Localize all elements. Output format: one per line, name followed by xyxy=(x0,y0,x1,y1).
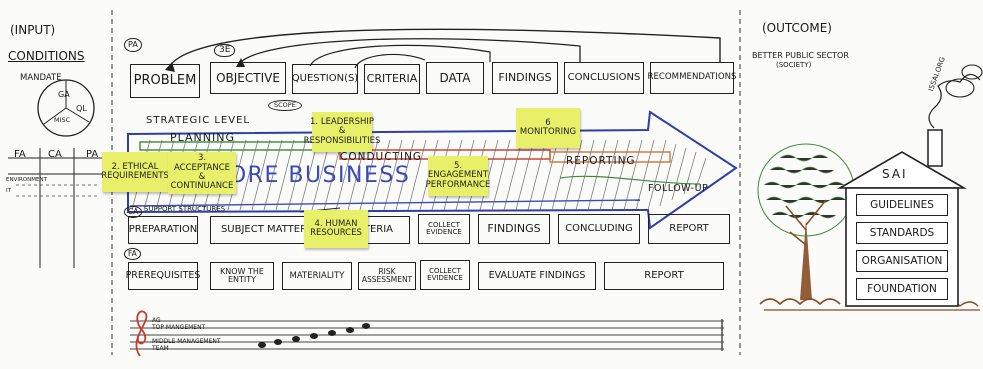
staff-middle-management: MIDDLE MANAGEMENT xyxy=(152,338,221,345)
conducting-label: CONDUCTING xyxy=(340,151,423,163)
circle-ga: GA xyxy=(58,90,70,99)
strategic-level-label: STRATEGIC LEVEL xyxy=(146,115,250,126)
ca-tag: CA xyxy=(124,206,143,218)
outcome-subtitle: BETTER PUBLIC SECTOR xyxy=(752,51,849,60)
ca-concluding-box: CONCLUDING xyxy=(558,214,640,244)
table-header-pa: PA xyxy=(86,149,99,160)
outcome-title: (OUTCOME) xyxy=(762,21,832,35)
fa-report-box: REPORT xyxy=(604,262,724,290)
table-header-fa: FA xyxy=(14,149,26,160)
table-row-environment: ENVIRONMENT xyxy=(6,177,47,183)
criteria-box: CRITERIA xyxy=(364,64,420,94)
staff-notes xyxy=(258,323,370,348)
staff-team: TEAM xyxy=(152,345,169,352)
sticky-human-resources: 4. HUMAN RESOURCES xyxy=(304,210,368,248)
questions-box: QUESTION(S) xyxy=(292,64,358,94)
table-row-it: IT xyxy=(6,188,11,194)
reporting-label: REPORTING xyxy=(566,155,636,167)
staff-ag: AG xyxy=(152,317,161,324)
scope-tag: SCOPE xyxy=(268,100,302,111)
outcome-society: (SOCIETY) xyxy=(776,61,812,69)
sticky-acceptance: 3. ACCEPTANCE & CONTINUANCE xyxy=(168,152,236,194)
house-organisation: ORGANISATION xyxy=(856,250,948,272)
fa-prerequisites-box: PREREQUISITES xyxy=(126,262,200,290)
house-foundation: FOUNDATION xyxy=(856,278,948,300)
ca-findings-box: FINDINGS xyxy=(478,214,550,244)
mandate-label: MANDATE xyxy=(20,73,62,83)
house-guidelines: GUIDELINES xyxy=(856,194,948,216)
fa-risk-assessment-box: RISK ASSESSMENT xyxy=(358,262,416,290)
sticky-ethical: 2. ETHICAL REQUIREMENTS xyxy=(101,152,169,192)
staff-top-management: TOP MANGEMENT xyxy=(152,324,206,331)
fa-collect-evidence-box: COLLECT EVIDENCE xyxy=(420,260,470,290)
sticky-engagement: 5. ENGAGEMENT PERFORMANCE xyxy=(426,156,490,196)
three-e-tag: 3E xyxy=(214,44,236,58)
music-staff xyxy=(130,319,724,351)
ca-collect-evidence-box: COLLECT EVIDENCE xyxy=(418,214,470,244)
circle-ql: QL xyxy=(76,104,87,113)
fa-tag: FA xyxy=(124,248,141,260)
problem-box: PROBLEM xyxy=(130,64,200,98)
treble-clef-icon xyxy=(135,310,148,357)
house-chimney xyxy=(927,129,943,167)
follow-up-label: FOLLOW-UP xyxy=(648,183,709,194)
ca-subject-matter-box: SUBJECT MATTER xyxy=(210,216,318,244)
sticky-monitoring: 6 MONITORING xyxy=(516,108,580,148)
ca-preparation-box: PREPARATION xyxy=(128,216,198,244)
fa-materiality-box: MATERIALITY xyxy=(282,262,352,290)
objective-box: OBJECTIVE xyxy=(210,62,286,94)
planning-label: PLANNING xyxy=(170,131,235,144)
sticky-leadership: 1. LEADERSHIP & RESPONSIBILITIES xyxy=(304,112,380,152)
data-box: DATA xyxy=(426,62,484,94)
house-roof-label: SAI xyxy=(882,167,908,181)
ca-report-box: REPORT xyxy=(648,214,730,244)
core-business-label: CORE BUSINESS xyxy=(212,163,411,188)
input-label: (INPUT) xyxy=(10,23,56,37)
conditions-label: CONDITIONS xyxy=(8,49,85,63)
fa-evaluate-findings-box: EVALUATE FINDINGS xyxy=(478,262,596,290)
house-standards: STANDARDS xyxy=(856,222,948,244)
recommendations-box: RECOMMENDATIONS xyxy=(648,62,736,94)
fa-know-entity-box: KNOW THE ENTITY xyxy=(210,262,274,290)
support-structures-label: SUPPORT STRUCTURES xyxy=(144,205,226,213)
pa-tag: PA xyxy=(124,38,142,53)
table-header-ca: CA xyxy=(48,149,62,160)
core-business-arrow xyxy=(127,110,738,230)
conclusions-box: CONCLUSIONS xyxy=(564,62,644,94)
findings-box: FINDINGS xyxy=(492,62,558,94)
circle-misc: MISC xyxy=(54,116,71,124)
